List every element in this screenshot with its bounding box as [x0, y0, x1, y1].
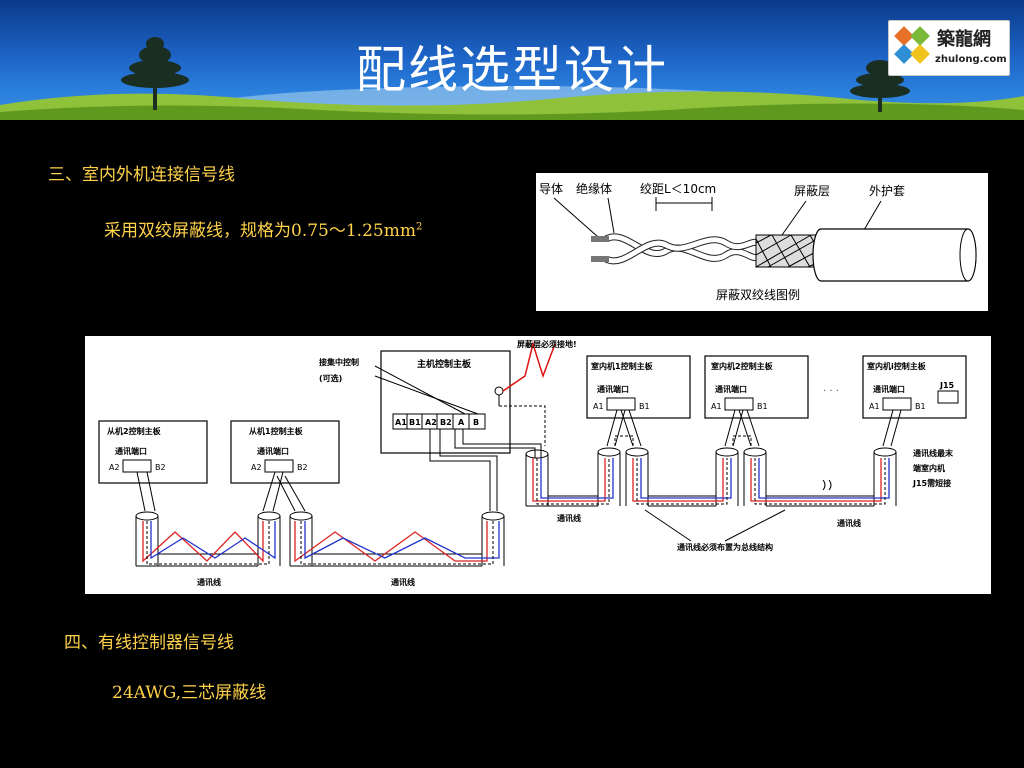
indoor2-b1: B1 [757, 402, 768, 411]
slave2-a2: A2 [109, 463, 120, 472]
comm-line-label-4: 通讯线 [391, 577, 415, 587]
slave1-board-label: 从机1控制主板 [249, 426, 304, 436]
cable-drawing: 导体 绝缘体 绞距L＜10cm 屏蔽层 外护套 屏蔽双绞线图例 [539, 181, 977, 302]
cable-caption: 屏蔽双绞线图例 [716, 287, 800, 302]
tree-left [121, 37, 189, 110]
zhulong-logo[interactable]: 築龍網 zhulong.com [888, 20, 1010, 76]
slave1-b2: B2 [297, 463, 308, 472]
section3-heading: 三、室内外机连接信号线 [48, 165, 235, 185]
pinwheel-icon [894, 26, 930, 64]
label-twist: 绞距L＜10cm [640, 181, 716, 196]
indoori-comm-port: 通讯端口 [873, 384, 905, 394]
slave2-comm-port: 通讯端口 [115, 446, 147, 456]
section4-heading: 四、有线控制器信号线 [64, 633, 234, 653]
slave2-b2: B2 [155, 463, 166, 472]
logo-text-cn: 築龍網 [937, 29, 991, 50]
port-a1: A1 [395, 418, 407, 427]
section3-spec-text: 采用双绞屏蔽线，规格为0.75～1.25mm [104, 221, 416, 241]
indoori-a1: A1 [869, 402, 880, 411]
ellipsis: · · · [823, 386, 839, 397]
indoor2-board-label: 室内机2控制主板 [711, 361, 774, 371]
end-note-2: 端室内机 [913, 463, 945, 473]
master-board-label: 主机控制主板 [417, 358, 472, 370]
section4-spec: 24AWG,三芯屏蔽线 [112, 683, 267, 703]
port-b: B [473, 418, 479, 427]
end-note-3: J15需短接 [912, 478, 951, 488]
bus-structure-note: 通讯线必须布置为总线结构 [677, 542, 773, 552]
comm-line-label-2: 通讯线 [837, 518, 861, 528]
label-shield: 屏蔽层 [794, 184, 830, 198]
comm-line-label-3: 通讯线 [197, 577, 221, 587]
port-b2: B2 [440, 418, 452, 427]
j15-label: J15 [939, 381, 955, 390]
centralized-ctrl-label: 接集中控制 [319, 357, 359, 367]
section3-spec: 采用双绞屏蔽线，规格为0.75～1.25mm2 [104, 216, 422, 241]
indoor1-a1: A1 [593, 402, 604, 411]
shielded-twisted-pair-figure: 导体 绝缘体 绞距L＜10cm 屏蔽层 外护套 屏蔽双绞线图例 [536, 173, 988, 311]
section3-spec-superscript: 2 [415, 221, 423, 233]
port-a2: A2 [425, 418, 437, 427]
label-insulation: 绝缘体 [576, 181, 612, 196]
communication-wiring-diagram: 主机控制主板 A1 B1 A2 B2 A B 接集中控制 (可选) 屏蔽层必须接… [85, 336, 991, 594]
slave1-comm-port: 通讯端口 [257, 446, 289, 456]
indoor2-a1: A1 [711, 402, 722, 411]
label-jacket: 外护套 [869, 184, 905, 198]
slave1-a2: A2 [251, 463, 262, 472]
slide-header: 配线选型设计 築龍網 zhulong.com [0, 0, 1024, 120]
port-a: A [458, 418, 465, 427]
indoor1-comm-port: 通讯端口 [597, 384, 629, 394]
port-b1: B1 [409, 418, 421, 427]
slave2-board-label: 从机2控制主板 [107, 426, 162, 436]
indoori-b1: B1 [915, 402, 926, 411]
logo-text-en: zhulong.com [935, 54, 1007, 65]
tree-right [850, 60, 910, 112]
wiring-drawing: 主机控制主板 A1 B1 A2 B2 A B 接集中控制 (可选) 屏蔽层必须接… [98, 339, 967, 587]
comm-line-label-1: 通讯线 [557, 513, 581, 523]
label-conductor: 导体 [539, 182, 563, 196]
indoori-board-label: 室内机i控制主板 [867, 361, 927, 371]
optional-label: (可选) [319, 373, 342, 383]
end-note-1: 通讯线最末 [913, 448, 953, 458]
header-scenery [0, 37, 1024, 120]
indoor1-board-label: 室内机1控制主板 [591, 361, 654, 371]
indoor1-b1: B1 [639, 402, 650, 411]
shield-ground-note: 屏蔽层必须接地! [517, 339, 577, 349]
page-title: 配线选型设计 [356, 41, 668, 99]
indoor2-comm-port: 通讯端口 [715, 384, 747, 394]
